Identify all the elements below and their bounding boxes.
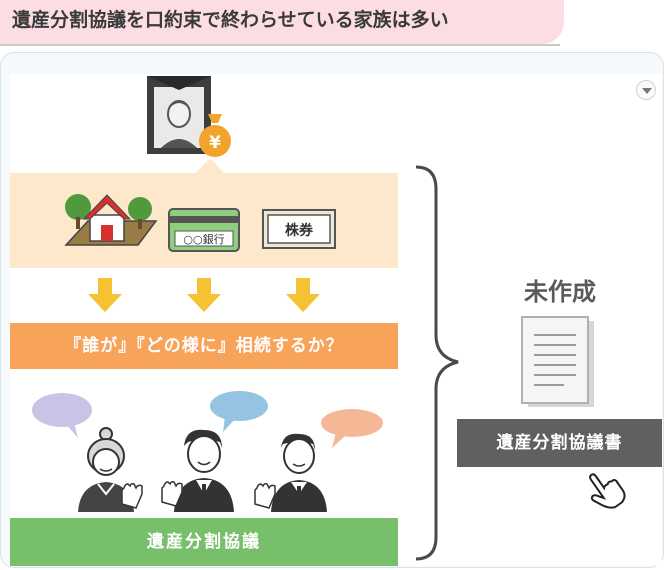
- house-icon: [64, 194, 158, 246]
- title-divider: [0, 44, 560, 46]
- grandmother-icon: [78, 427, 143, 512]
- grouping-brace: [415, 165, 459, 561]
- document-label: 遺産分割協議書: [457, 419, 662, 467]
- man-icon: [161, 429, 234, 512]
- chevron-down-icon[interactable]: [636, 80, 656, 100]
- status-unwritten: 未作成: [524, 278, 596, 306]
- document-icon: [521, 316, 594, 407]
- speech-bubble-icon: [321, 409, 383, 448]
- yen-symbol: ¥: [209, 133, 221, 153]
- arrow-down-icon: [88, 278, 122, 312]
- money-bag-icon: ¥: [199, 114, 231, 157]
- stock-certificate-icon: 株券: [262, 209, 336, 249]
- arrow-down-icon: [286, 278, 320, 312]
- arrow-down-icon: [187, 278, 221, 312]
- page-title: 遺産分割協議を口約束で終わらせている家族は多い: [0, 0, 564, 44]
- band-notch: [196, 158, 224, 173]
- speech-bubble-icon: [210, 391, 268, 432]
- meeting-label: 遺産分割協議: [10, 518, 398, 566]
- speech-bubble-icon: [32, 393, 92, 438]
- bank-card-icon: ○○銀行: [168, 208, 240, 252]
- inheritance-question: 『誰が』『どの様に』相続するか？: [10, 323, 398, 369]
- hand-pointer-icon: [589, 473, 626, 509]
- man-icon: [254, 433, 327, 512]
- stock-label: 株券: [285, 222, 314, 239]
- bank-card-label: ○○銀行: [183, 232, 224, 246]
